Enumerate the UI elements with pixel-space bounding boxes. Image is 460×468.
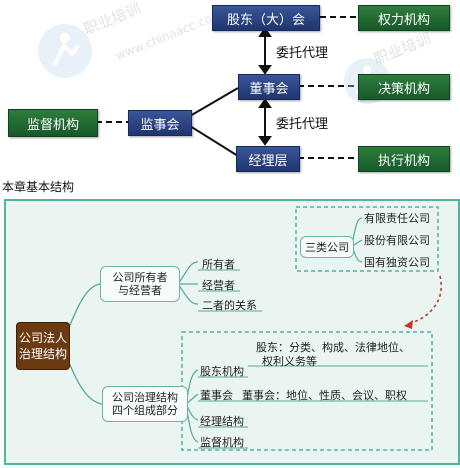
section-title: 本章基本结构: [2, 180, 75, 194]
branch-owners-box: 公司所有者 与经营者: [100, 266, 180, 302]
board-detail: 董事会：地位、性质、会议、职权: [242, 389, 407, 402]
delegation-label-upper: 委托代理: [276, 46, 329, 61]
shareholder-detail-line1: 股东：分类、构成、法律地位、: [256, 341, 410, 354]
company-type-item: 有限责任公司: [364, 212, 430, 225]
branch-owners-line2: 与经营者: [118, 284, 162, 297]
mindmap-root: 公司法人 治理结构: [16, 322, 70, 370]
branch-governance-line2: 四个组成部分: [112, 404, 178, 417]
shareholders-box: 股东（大）会: [212, 5, 320, 31]
governance-item: 监督机构: [200, 436, 244, 449]
watermark-logo-icon: [38, 24, 92, 78]
mindmap-root-line2: 治理结构: [18, 347, 67, 361]
power-body-box: 权力机构: [358, 5, 450, 31]
decision-body-box: 决策机构: [358, 74, 450, 100]
supervision-body-box: 监督机构: [8, 109, 98, 137]
company-types-box: 三类公司: [300, 236, 354, 258]
shareholder-detail-line2: 权利义务等: [262, 355, 317, 368]
governance-item: 股东机构: [200, 365, 244, 378]
branch-owners-line1: 公司所有者: [112, 271, 168, 284]
governance-item: 董事会: [200, 389, 233, 402]
delegation-label-lower: 委托代理: [276, 117, 329, 132]
owners-item: 经营者: [202, 279, 235, 292]
company-type-item: 股份有限公司: [364, 234, 430, 247]
branch-governance-box: 公司治理结构 四个组成部分: [102, 386, 188, 422]
owners-item: 二者的关系: [202, 299, 257, 312]
mindmap-root-line1: 公司法人: [18, 331, 67, 345]
owners-item: 所有者: [202, 258, 235, 271]
execution-body-box: 执行机构: [358, 146, 450, 172]
company-type-item: 国有独资公司: [364, 256, 430, 269]
branch-governance-line1: 公司治理结构: [112, 391, 178, 404]
managers-box: 经理层: [236, 146, 300, 172]
board-box: 董事会: [238, 74, 300, 100]
governance-item: 经理结构: [200, 415, 244, 428]
top-diagram-connectors: [96, 16, 358, 159]
supervisors-box: 监事会: [128, 110, 192, 136]
